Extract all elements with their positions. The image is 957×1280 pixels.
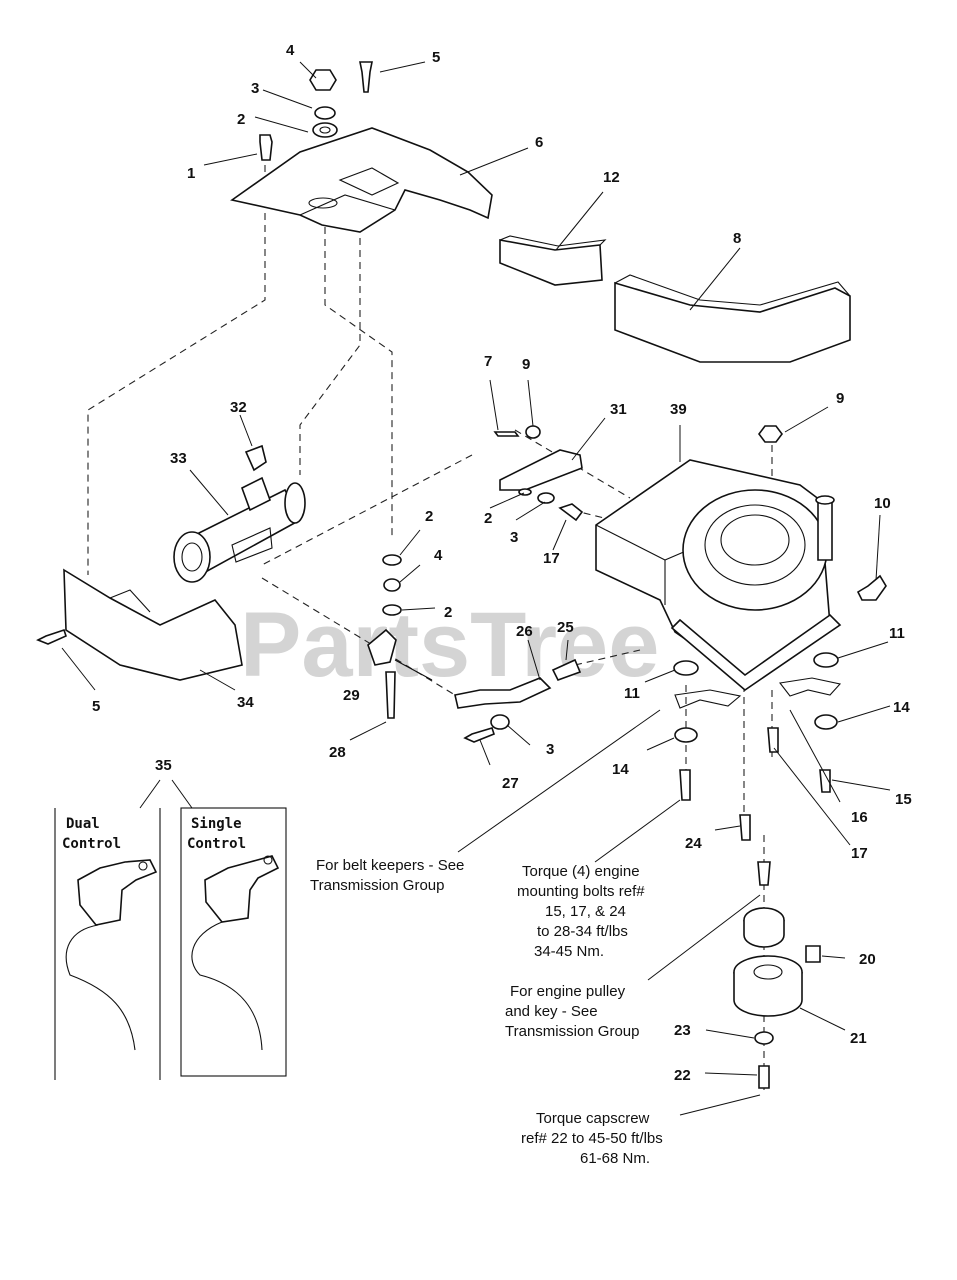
top-hardware [259, 61, 373, 161]
callout-26: 26 [516, 623, 533, 640]
callout-29: 29 [343, 687, 360, 704]
callout-7: 7 [484, 353, 492, 370]
callout-16: 16 [851, 809, 868, 826]
callout-11-right: 11 [889, 625, 905, 642]
control-inset [54, 807, 287, 1080]
note-engine-pulley-3: Transmission Group [505, 1023, 640, 1040]
single-control-label-2: Control [187, 836, 246, 852]
callout-17-bracket: 17 [543, 550, 560, 567]
callout-15: 15 [895, 791, 912, 808]
note-torque-capscrew-1: Torque capscrew [536, 1110, 650, 1127]
callout-14-left: 14 [612, 761, 629, 778]
callout-24: 24 [685, 835, 702, 852]
leader-lines [61, 61, 891, 1116]
callout-10: 10 [874, 495, 891, 512]
callout-8: 8 [733, 230, 741, 247]
note-torque-engine-1: Torque (4) engine [522, 863, 640, 880]
callout-5: 5 [432, 49, 440, 66]
callout-2-lower: 2 [444, 604, 452, 621]
part-12-foam-strip [499, 235, 607, 286]
callout-1: 1 [187, 165, 195, 182]
callout-4: 4 [286, 42, 295, 59]
callout-21: 21 [850, 1030, 867, 1047]
note-torque-engine-4: to 28-34 ft/lbs [537, 923, 628, 940]
callout-27: 27 [502, 775, 519, 792]
clutch-assembly [733, 861, 821, 1089]
callout-31: 31 [610, 401, 627, 418]
note-engine-pulley-1: For engine pulley [510, 983, 626, 1000]
engine-mount-hardware [673, 652, 842, 841]
part-34-muffler-shield [63, 568, 243, 681]
callout-33: 33 [170, 450, 187, 467]
callout-28: 28 [329, 744, 346, 761]
note-belt-keepers-2: Transmission Group [310, 877, 445, 894]
part-9-nut-right [758, 425, 783, 443]
part-39-engine [595, 459, 842, 692]
bracket-hardware [493, 425, 584, 522]
center-hardware [367, 554, 402, 719]
callout-34: 34 [237, 694, 254, 711]
callout-32: 32 [230, 399, 247, 416]
callout-25: 25 [557, 619, 574, 636]
note-torque-engine-3: 15, 17, & 24 [545, 903, 626, 920]
callout-17-right: 17 [851, 845, 868, 862]
callout-2: 2 [237, 111, 245, 128]
part-10-fitting [856, 574, 887, 601]
callout-3-bracket: 3 [510, 529, 518, 546]
callout-35: 35 [155, 757, 172, 774]
callout-labels: 1 2 3 4 5 6 12 8 7 9 31 39 9 10 11 11 14… [92, 42, 912, 1084]
note-belt-keepers-1: For belt keepers - See [316, 857, 464, 874]
notes: For belt keepers - See Transmission Grou… [310, 857, 663, 1167]
control-labels: Dual Control Single Control [62, 816, 246, 852]
callout-3: 3 [251, 80, 259, 97]
part-8-foam-pad [614, 274, 851, 363]
note-torque-engine-5: 34-45 Nm. [534, 943, 604, 960]
part-32-clip [244, 444, 267, 472]
note-torque-capscrew-3: 61-68 Nm. [580, 1150, 650, 1167]
part-5-bolt-left [36, 628, 67, 645]
dual-control-label-2: Control [62, 836, 121, 852]
callout-20: 20 [859, 951, 876, 968]
callout-2-bracket: 2 [484, 510, 492, 527]
callout-3-lower: 3 [546, 741, 554, 758]
callout-12: 12 [603, 169, 620, 186]
callout-2-mid: 2 [425, 508, 433, 525]
callout-9: 9 [522, 356, 530, 373]
callout-39: 39 [670, 401, 687, 418]
note-engine-pulley-2: and key - See [505, 1003, 598, 1020]
callout-14-right: 14 [893, 699, 910, 716]
callout-6: 6 [535, 134, 543, 151]
note-torque-engine-2: mounting bolts ref# [517, 883, 645, 900]
callout-11-left: 11 [624, 685, 640, 702]
alignment-lines [87, 134, 773, 1090]
watermark-text: PartsTree [240, 594, 659, 696]
part-33-muffler [173, 476, 306, 583]
callout-5-left: 5 [92, 698, 100, 715]
note-torque-capscrew-2: ref# 22 to 45-50 ft/lbs [521, 1130, 663, 1147]
callout-22: 22 [674, 1067, 691, 1084]
part-6-shroud-plate [230, 127, 493, 233]
callout-4-mid: 4 [434, 547, 443, 564]
callout-9-right: 9 [836, 390, 844, 407]
dual-control-label-1: Dual [66, 816, 100, 832]
callout-23: 23 [674, 1022, 691, 1039]
single-control-label-1: Single [191, 816, 242, 832]
pipe-hardware [454, 658, 582, 743]
